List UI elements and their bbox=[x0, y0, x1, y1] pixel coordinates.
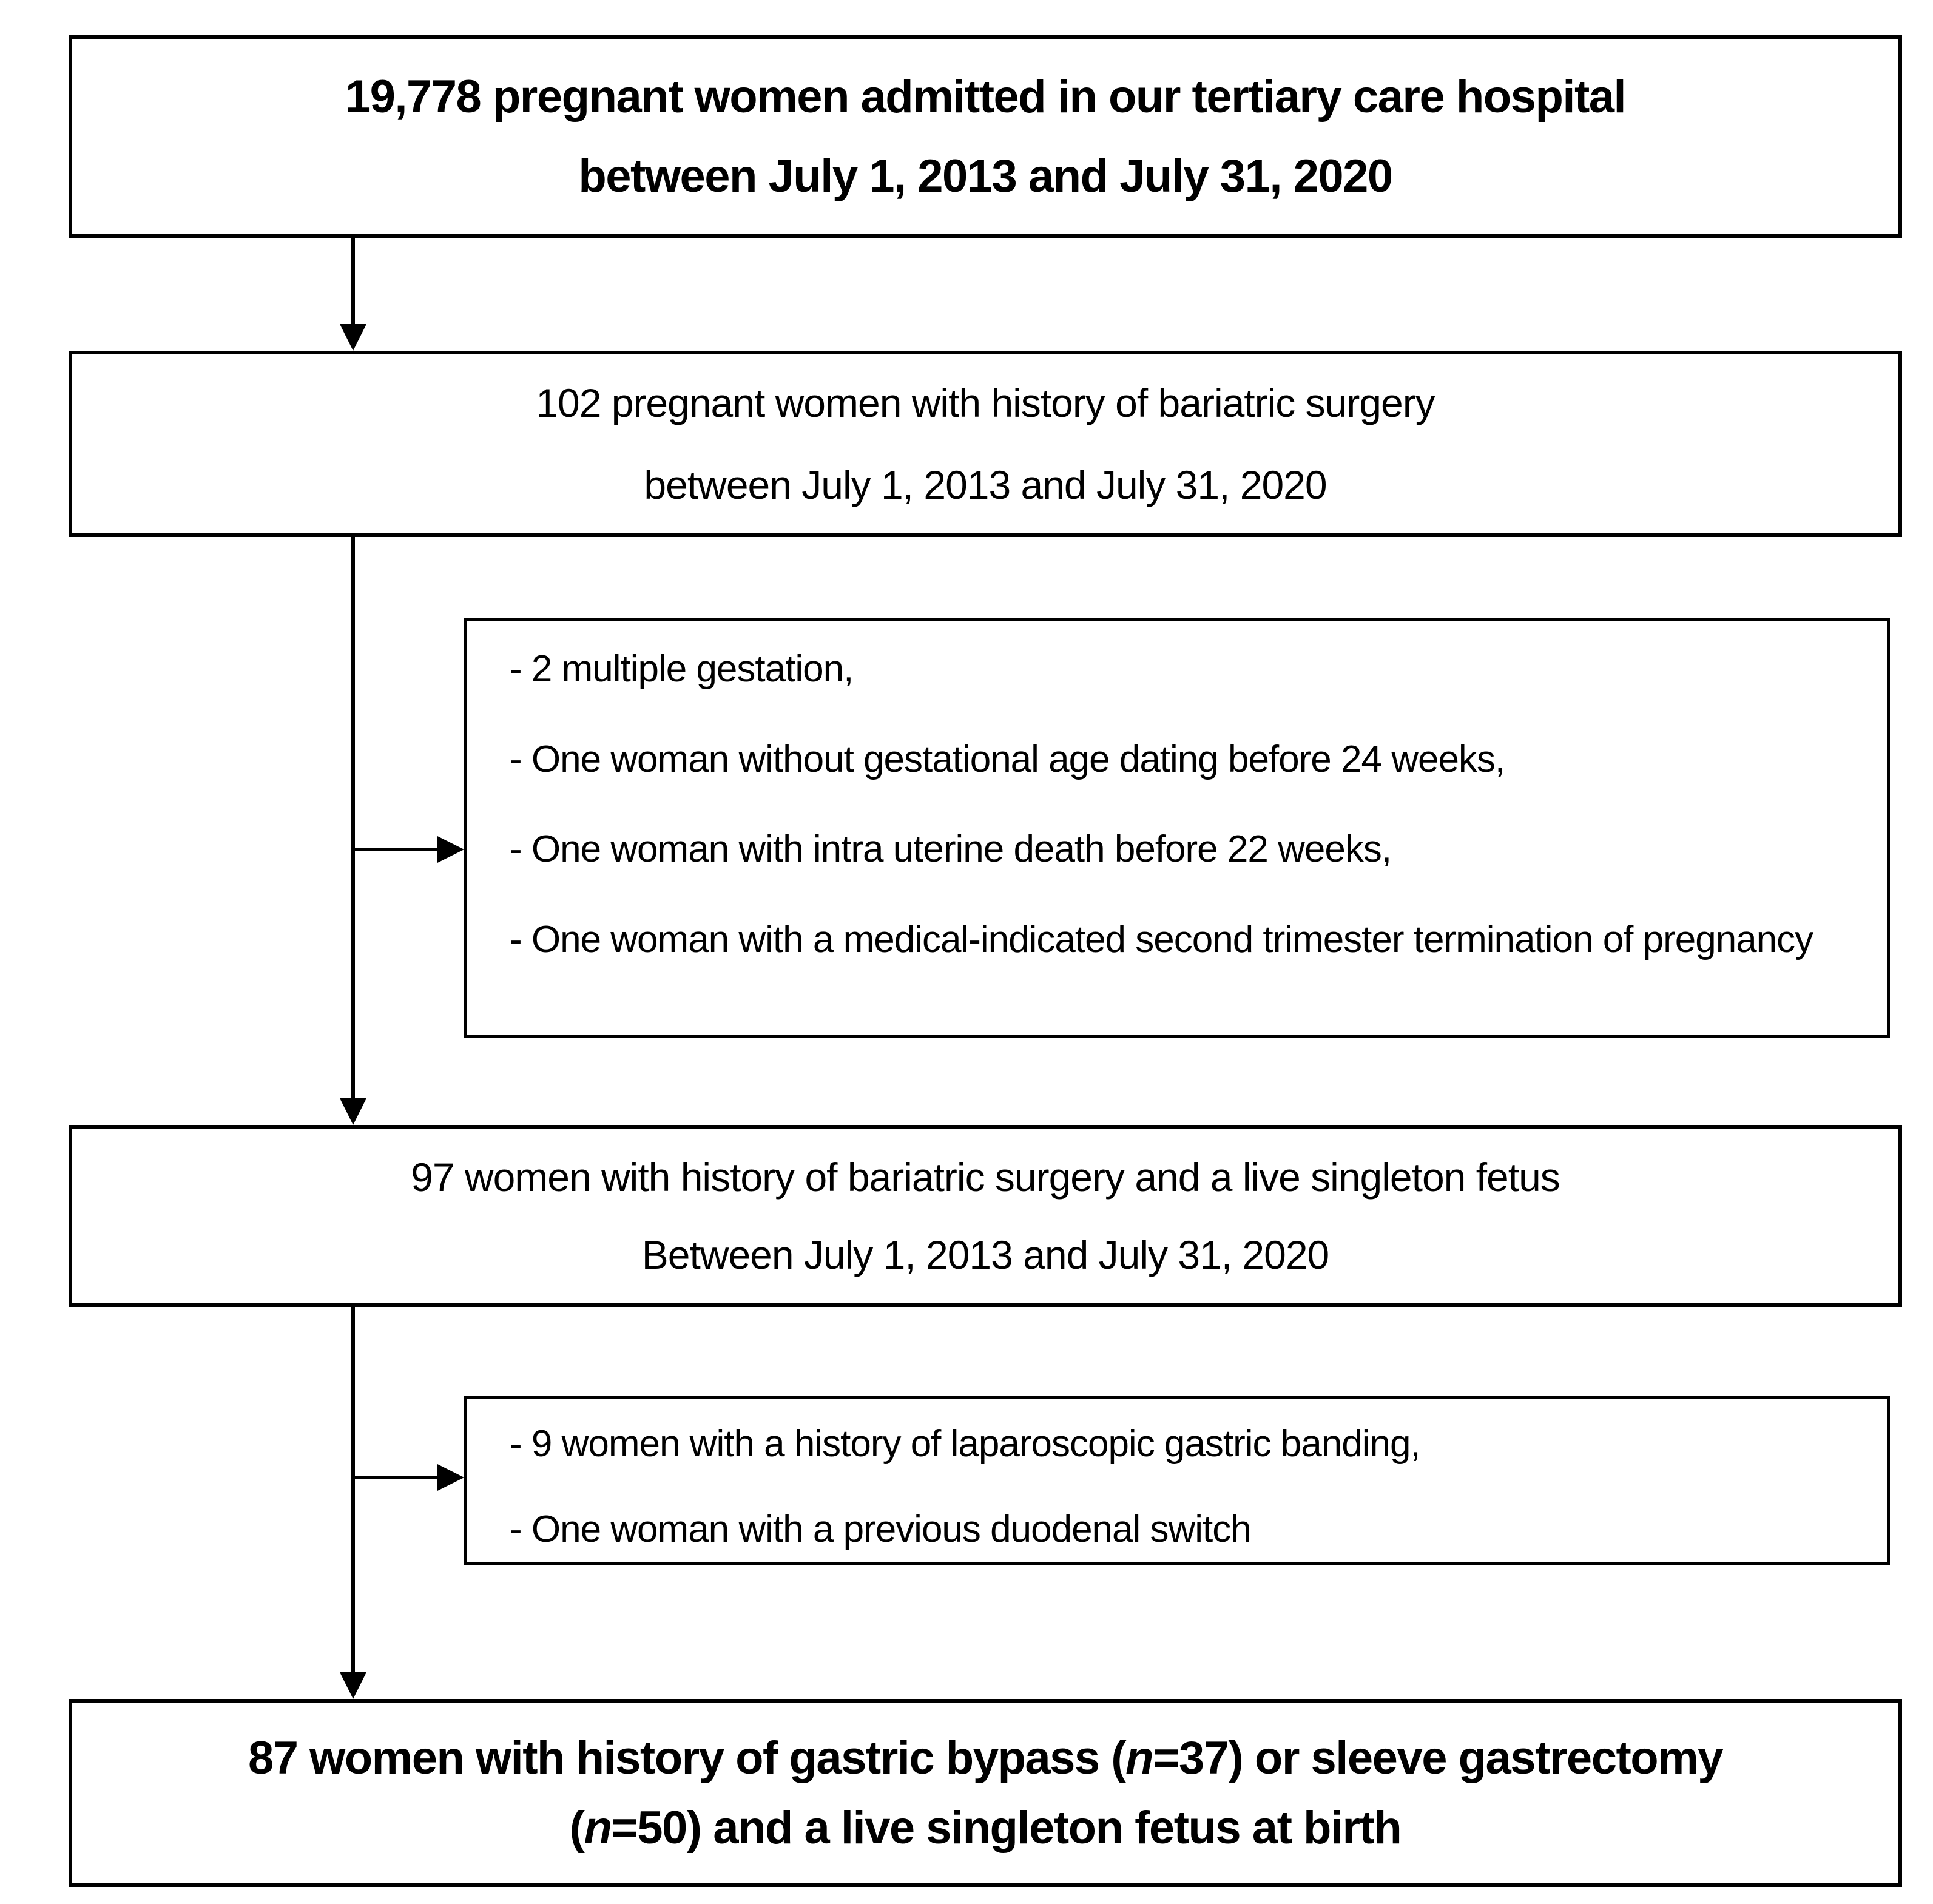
exclusion-item: - One woman without gestational age dati… bbox=[510, 738, 1505, 780]
arrowhead-right-icon bbox=[437, 836, 464, 863]
flow-box-bariatric-history: 102 pregnant women with history of baria… bbox=[69, 351, 1902, 537]
flow-box-live-singleton: 97 women with history of bariatric surge… bbox=[69, 1125, 1902, 1307]
exclusion-item: - 2 multiple gestation, bbox=[510, 648, 854, 690]
exclusion-item: - One woman with a previous duodenal swi… bbox=[510, 1508, 1252, 1550]
arrowhead-down-icon bbox=[340, 1672, 366, 1699]
box-final-line-2-post: =50) and a live singleton fetus at birth bbox=[611, 1802, 1402, 1854]
arrowhead-right-icon bbox=[437, 1464, 464, 1491]
box-final-line-1-post: =37) or sleeve gastrectomy bbox=[1153, 1732, 1723, 1784]
box-final-line-1-pre: 87 women with history of gastric bypass … bbox=[248, 1732, 1127, 1784]
flow-box-final-cohort: 87 women with history of gastric bypass … bbox=[69, 1699, 1902, 1887]
box-bariatric-line-1: 102 pregnant women with history of baria… bbox=[536, 380, 1435, 425]
box-total-line-2: between July 1, 2013 and July 31, 2020 bbox=[578, 150, 1393, 202]
box-singleton-line-2: Between July 1, 2013 and July 31, 2020 bbox=[641, 1232, 1330, 1277]
box-final-line-2-pre: ( bbox=[569, 1802, 585, 1854]
connector-to-second-exclusions bbox=[353, 1476, 439, 1479]
flow-box-total-admitted: 19,778 pregnant women admitted in our te… bbox=[69, 35, 1902, 238]
box-final-line-1-n: n bbox=[1125, 1732, 1153, 1784]
arrowhead-down-icon bbox=[340, 324, 366, 351]
box-total-line-1: 19,778 pregnant women admitted in our te… bbox=[345, 71, 1627, 123]
box-final-line-1: 87 women with history of gastric bypass … bbox=[96, 1732, 1874, 1784]
exclusion-item: - One woman with intra uterine death bef… bbox=[510, 828, 1392, 871]
exclusion-box-second: - 9 women with a history of laparoscopic… bbox=[464, 1396, 1890, 1565]
box-bariatric-line-2: between July 1, 2013 and July 31, 2020 bbox=[644, 462, 1327, 507]
box-final-line-2: (n=50) and a live singleton fetus at bir… bbox=[96, 1801, 1874, 1854]
exclusion-box-first: - 2 multiple gestation, - One woman with… bbox=[464, 618, 1890, 1038]
box-final-line-2-n: n bbox=[584, 1802, 612, 1854]
box-singleton-line-1: 97 women with history of bariatric surge… bbox=[411, 1155, 1560, 1200]
connector-total-to-bariatric bbox=[351, 238, 355, 326]
exclusion-item: - One woman with a medical-indicated sec… bbox=[510, 918, 1813, 960]
connector-bariatric-to-singleton bbox=[351, 537, 355, 1099]
exclusion-item: - 9 women with a history of laparoscopic… bbox=[510, 1423, 1421, 1465]
connector-singleton-to-final bbox=[351, 1307, 355, 1673]
arrowhead-down-icon bbox=[340, 1098, 366, 1125]
connector-to-first-exclusions bbox=[353, 848, 439, 851]
